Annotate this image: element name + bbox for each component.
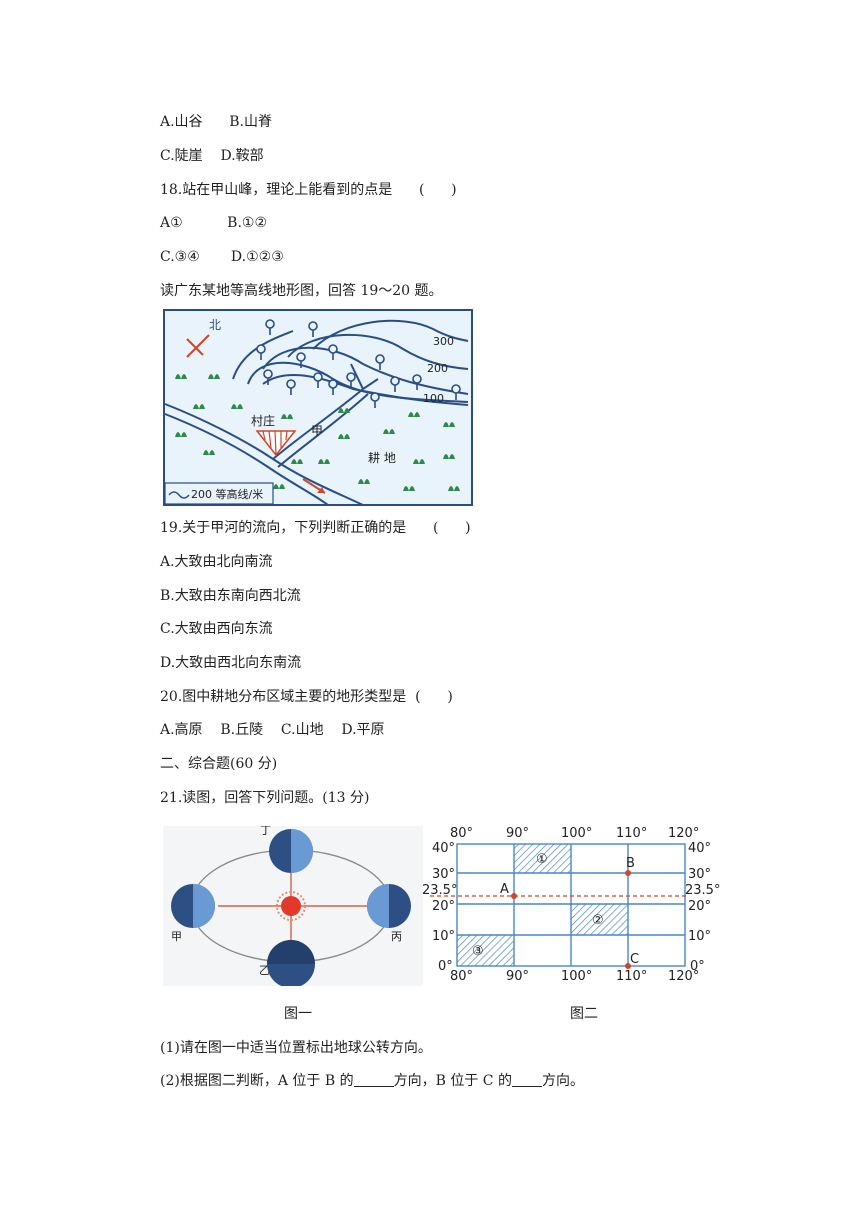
contour-label-200: 200: [427, 362, 448, 375]
q20-question: 20.图中耕地分布区域主要的地形类型是 ( ): [160, 689, 453, 705]
q17-options-cd: C.陡崖 D.鞍部: [160, 148, 264, 164]
q21-part-2-text-c: 方向。: [541, 1073, 584, 1089]
north-label: 北: [209, 318, 221, 332]
right-lat-0: 0°: [690, 959, 705, 974]
top-lon-90: 90°: [506, 826, 529, 841]
section-2-heading: 二、综合题(60 分): [160, 756, 278, 772]
position-yi: 乙: [259, 964, 270, 977]
figure-1-orbit: 丁 甲 乙 丙: [163, 824, 423, 988]
left-lat-40: 40°: [432, 841, 455, 856]
left-lat-10: 10°: [432, 929, 455, 944]
right-lat-30: 30°: [688, 867, 711, 882]
right-lat-23-5: 23.5°: [685, 883, 720, 898]
q18-options-ab: A① B.①②: [160, 215, 268, 231]
intro-19-20: 读广东某地等高线地形图，回答 19～20 题。: [160, 283, 443, 299]
position-jia: 甲: [171, 930, 182, 943]
right-lat-10: 10°: [688, 929, 711, 944]
top-lon-110: 110°: [616, 826, 647, 841]
figure-2-grid: A B C ① ② ③ 80° 90° 100° 110° 120° 80° 9…: [420, 822, 720, 992]
q18-options-cd: C.③④ D.①②③: [160, 249, 284, 265]
q19-option-b: B.大致由东南向西北流: [160, 588, 301, 604]
legend-label: 200 等高线/米: [191, 487, 263, 501]
q21-question: 21.读图，回答下列问题。(13 分): [160, 790, 370, 806]
position-bing: 丙: [391, 930, 402, 943]
region-3-label: ③: [472, 944, 484, 959]
answer-blank-1[interactable]: [353, 1072, 394, 1087]
figure-2-caption: 图二: [570, 1006, 598, 1022]
bottom-lon-90: 90°: [506, 969, 529, 984]
top-lon-120: 120°: [668, 826, 699, 841]
right-lat-40: 40°: [688, 841, 711, 856]
q19-option-d: D.大致由西北向东南流: [160, 655, 302, 671]
answer-blank-2[interactable]: [511, 1072, 542, 1087]
region-2-label: ②: [592, 913, 604, 928]
bottom-lon-80: 80°: [450, 969, 473, 984]
bottom-lon-110: 110°: [616, 969, 647, 984]
q21-part-2: (2)根据图二判断，A 位于 B 的 方向，B 位于 C 的 方向。: [160, 1072, 584, 1090]
bottom-lon-100: 100°: [561, 969, 592, 984]
figure-1-caption: 图一: [284, 1006, 312, 1022]
point-b-label: B: [626, 856, 635, 871]
contour-label-100: 100: [423, 392, 444, 405]
q19-option-a: A.大致由北向南流: [160, 554, 273, 570]
left-lat-30: 30°: [432, 867, 455, 882]
q17-options-ab: A.山谷 B.山脊: [160, 114, 272, 130]
q20-options: A.高原 B.丘陵 C.山地 D.平原: [160, 722, 385, 738]
position-ding: 丁: [260, 826, 271, 837]
q19-option-c: C.大致由西向东流: [160, 621, 273, 637]
right-lat-20: 20°: [688, 899, 711, 914]
q19-question: 19.关于甲河的流向，下列判断正确的是 ( ): [160, 520, 471, 536]
farmland-label: 耕 地: [368, 450, 396, 465]
q21-part-2-text-b: 方向，B 位于 C 的: [393, 1073, 512, 1089]
village-label: 村庄: [251, 413, 275, 428]
bottom-lon-120: 120°: [668, 969, 699, 984]
q21-part-2-text-a: (2)根据图二判断，A 位于 B 的: [160, 1073, 354, 1089]
q21-part-1: (1)请在图一中适当位置标出地球公转方向。: [160, 1040, 432, 1056]
top-lon-100: 100°: [561, 826, 592, 841]
contour-label-300: 300: [433, 335, 454, 348]
left-lat-20: 20°: [432, 899, 455, 914]
top-lon-80: 80°: [450, 826, 473, 841]
region-1-label: ①: [536, 852, 548, 867]
river-jia-label: 甲: [311, 424, 323, 438]
q18-question: 18.站在甲山峰，理论上能看到的点是 ( ): [160, 182, 457, 198]
point-a-label: A: [500, 882, 509, 897]
left-lat-0: 0°: [438, 959, 453, 974]
point-c-label: C: [630, 952, 639, 967]
left-lat-23-5: 23.5°: [422, 883, 457, 898]
contour-map: 北 300 200 100 村庄 甲 耕 地: [163, 309, 473, 506]
